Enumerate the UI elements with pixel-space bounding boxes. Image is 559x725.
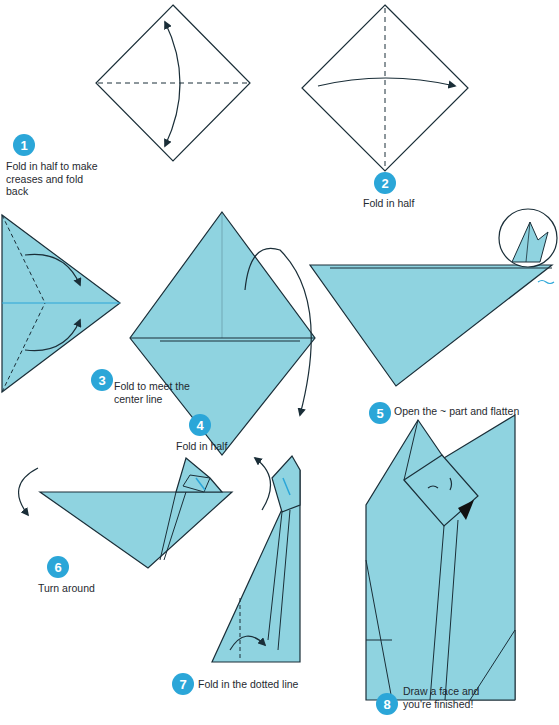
instruction-text: Open the ~ part and flatten <box>394 405 519 418</box>
step-number-text: 2 <box>381 176 388 191</box>
step-number-text: 6 <box>54 560 61 575</box>
step-number: 5 <box>369 402 391 424</box>
step-number-text: 7 <box>179 677 186 692</box>
step-number: 4 <box>189 414 211 436</box>
step-number-text: 8 <box>383 697 390 712</box>
instruction-text: Fold in half <box>176 440 227 453</box>
step-number: 2 <box>374 172 396 194</box>
instruction-text: Turn around <box>38 582 95 595</box>
instruction-text: Fold to meet the center line <box>114 380 204 405</box>
instruction-text: Draw a face and you're finished! <box>403 685 503 710</box>
step-number-text: 3 <box>98 373 105 388</box>
step-number: 3 <box>91 369 113 391</box>
step-number-text: 5 <box>376 406 383 421</box>
step-number-text: 1 <box>20 138 27 153</box>
step-number: 1 <box>13 134 35 156</box>
instruction-text: Fold in the dotted line <box>198 678 298 691</box>
instruction-text: Fold in half <box>363 197 414 210</box>
step-number: 7 <box>172 673 194 695</box>
step-number: 8 <box>376 693 398 715</box>
step-number: 6 <box>47 556 69 578</box>
step-number-text: 4 <box>196 418 203 433</box>
instruction-text: Fold in half to make creases and fold ba… <box>6 160 101 198</box>
